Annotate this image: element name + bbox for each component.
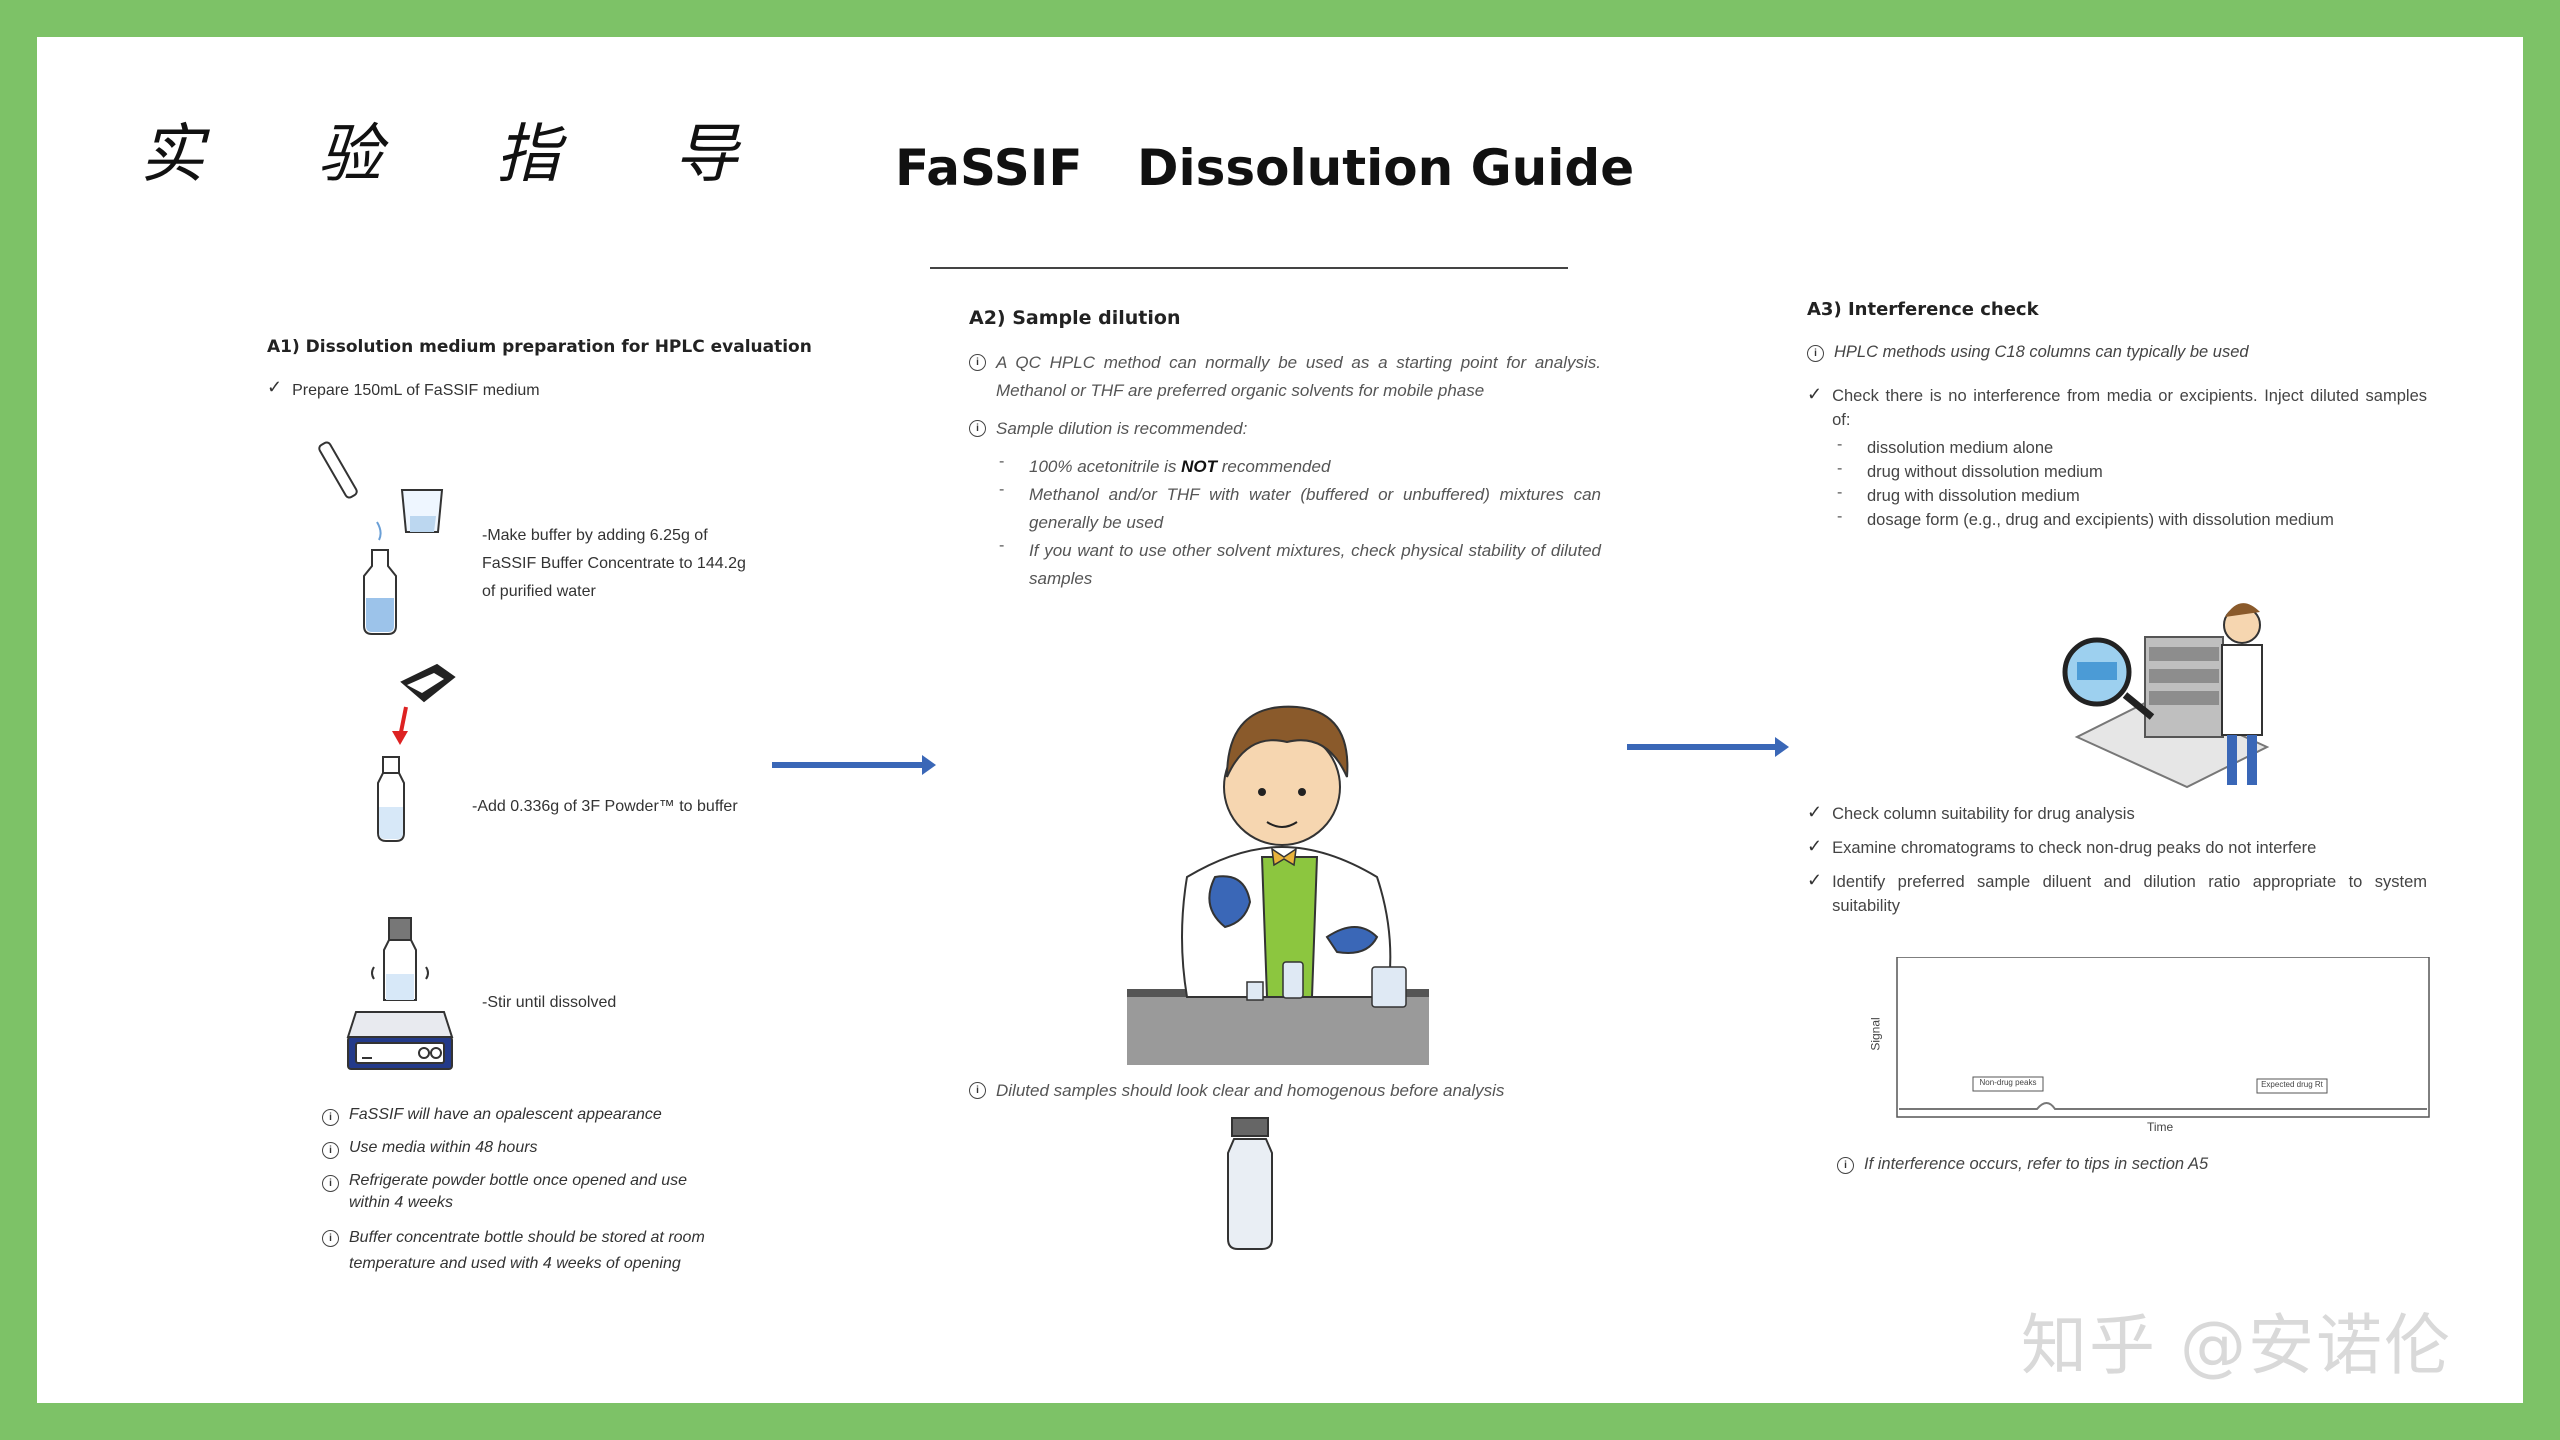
arrow-right-icon (772, 755, 936, 775)
title-dissolution-guide: Dissolution Guide (1137, 139, 1635, 197)
chinese-title: 实 验 指 导 (140, 103, 740, 195)
a3-check: ✓ Check there is no interference from me… (1807, 384, 2427, 432)
a3-check-text: Identify preferred sample diluent and di… (1832, 873, 2427, 915)
title-char: 导 (674, 118, 740, 192)
a2-section: A2) Sample dilution i A QC HPLC method c… (969, 307, 1601, 593)
info-icon: i (1807, 345, 1824, 362)
a3-bullet: -drug without dissolution medium (1837, 460, 2427, 484)
a1-note: i Refrigerate powder bottle once opened … (322, 1170, 732, 1214)
a3-checks-lower: ✓ Check column suitability for drug anal… (1807, 802, 2427, 918)
a2-bullet-text: Methanol and/or THF with water (buffered… (1029, 485, 1601, 532)
a2-bullet: - Methanol and/or THF with water (buffer… (999, 481, 1601, 537)
info-icon: i (322, 1230, 339, 1247)
a1-check-prepare: ✓ Prepare 150mL of FaSSIF medium (267, 377, 540, 405)
a2-bullet: - If you want to use other solvent mixtu… (999, 537, 1601, 593)
a2-bullets: - 100% acetonitrile is NOT recommended -… (969, 453, 1601, 593)
a1-note-text: Buffer concentrate bottle should be stor… (349, 1229, 705, 1272)
a2-heading: A2) Sample dilution (969, 307, 1181, 329)
check-icon: ✓ (1807, 836, 1823, 856)
watermark: 知乎 @安诺伦 (2021, 1307, 2452, 1384)
chart-label-expected-drug: Expected drug Rt (2261, 1080, 2323, 1089)
powder-scoop-bottle-illustration (377, 663, 456, 842)
title-char: 验 (318, 118, 384, 192)
info-icon: i (969, 354, 986, 371)
a3-bullet-text: dissolution medium alone (1867, 439, 2054, 457)
a3-bullet: -dissolution medium alone (1837, 436, 2427, 460)
a3-check-text: Check there is no interference from medi… (1832, 387, 2427, 429)
a2-bullet-text: If you want to use other solvent mixture… (1029, 541, 1601, 588)
pipette-beaker-bottle-illustration (318, 441, 444, 635)
title-fassif: FaSSIF (895, 139, 1083, 197)
a3-section: A3) Interference check i HPLC methods us… (1807, 299, 2427, 532)
arrow-right-icon (1627, 737, 1789, 757)
a2-note: i A QC HPLC method can normally be used … (969, 349, 1601, 405)
info-icon: i (1837, 1157, 1854, 1174)
scientist-illustration (1127, 705, 1429, 1065)
a3-note: i HPLC methods using C18 columns can typ… (1807, 340, 2427, 364)
a3-bullet-text: drug with dissolution medium (1867, 487, 2080, 505)
a3-heading: A3) Interference check (1807, 299, 2039, 320)
a3-check: ✓ Identify preferred sample diluent and … (1807, 870, 2427, 918)
check-icon: ✓ (1807, 802, 1823, 822)
a3-check: ✓ Check column suitability for drug anal… (1807, 802, 2427, 826)
a1-step1-line: of purified water (482, 583, 596, 600)
a1-heading: A1) Dissolution medium preparation for H… (267, 337, 812, 357)
a1-notes: i FaSSIF will have an opalescent appeara… (322, 1104, 732, 1277)
a1-step1-line: -Make buffer by adding 6.25g of (482, 527, 708, 544)
a3-bullet: -dosage form (e.g., drug and excipients)… (1837, 508, 2427, 532)
a2-note-text: A QC HPLC method can normally be used as… (996, 353, 1601, 400)
a1-step1-line: FaSSIF Buffer Concentrate to 144.2g (482, 555, 746, 572)
hplc-scientist-illustration (2062, 603, 2270, 789)
a1-check-text: Prepare 150mL of FaSSIF medium (292, 382, 540, 399)
check-icon: ✓ (267, 377, 283, 397)
a3-note-text: HPLC methods using C18 columns can typic… (1834, 343, 2249, 361)
a1-note: i FaSSIF will have an opalescent appeara… (322, 1104, 732, 1126)
a2-note-text: Diluted samples should look clear and ho… (996, 1081, 1505, 1100)
a1-note-text: Use media within 48 hours (349, 1139, 538, 1156)
a2-bullet: - 100% acetonitrile is NOT recommended (999, 453, 1601, 481)
check-icon: ✓ (1807, 870, 1823, 890)
a1-note: i Use media within 48 hours (322, 1137, 732, 1159)
title-char: 实 (140, 118, 206, 192)
a1-step1: -Make buffer by adding 6.25g of FaSSIF B… (482, 522, 746, 606)
vial-illustration (1227, 1117, 1273, 1250)
title-char: 指 (496, 118, 562, 192)
info-icon: i (322, 1142, 339, 1159)
info-icon: i (969, 1082, 986, 1099)
chromatogram: Signal Time Non-drug peaks Expected drug… (1857, 957, 2457, 1137)
a3-bullet-text: drug without dissolution medium (1867, 463, 2103, 481)
info-icon: i (322, 1175, 339, 1192)
a1-step3: -Stir until dissolved (482, 994, 617, 1011)
stir-plate-illustration (346, 917, 454, 1070)
a3-bullets: -dissolution medium alone -drug without … (1807, 436, 2427, 532)
a3-bullet: -drug with dissolution medium (1837, 484, 2427, 508)
a2-note: i Sample dilution is recommended: (969, 415, 1601, 443)
chart-label-non-drug: Non-drug peaks (1979, 1078, 2037, 1087)
a1-step2: -Add 0.336g of 3F Powder™ to buffer (472, 798, 738, 815)
a3-note-interference: i If interference occurs, refer to tips … (1837, 1152, 2437, 1176)
chart-xlabel: Time (2147, 1120, 2174, 1134)
a3-check: ✓ Examine chromatograms to check non-dru… (1807, 836, 2427, 860)
a3-note-text: If interference occurs, refer to tips in… (1864, 1155, 2209, 1173)
info-icon: i (322, 1109, 339, 1126)
a2-bullet-text: 100% acetonitrile is NOT recommended (1029, 457, 1331, 476)
a1-note-text: Refrigerate powder bottle once opened an… (349, 1172, 688, 1211)
a3-bullet-text: dosage form (e.g., drug and excipients) … (1867, 511, 2334, 529)
a1-note-text: FaSSIF will have an opalescent appearanc… (349, 1106, 662, 1123)
title-rule (930, 267, 1568, 269)
chart-ylabel: Signal (1868, 1017, 1883, 1051)
a2-note-text: Sample dilution is recommended: (996, 419, 1248, 438)
a2-note-clear: i Diluted samples should look clear and … (969, 1077, 1601, 1105)
check-icon: ✓ (1807, 384, 1823, 404)
a3-check-text: Examine chromatograms to check non-drug … (1832, 839, 2317, 857)
info-icon: i (969, 420, 986, 437)
a1-note: i Buffer concentrate bottle should be st… (322, 1225, 732, 1277)
a3-check-text: Check column suitability for drug analys… (1832, 805, 2135, 823)
slide: 实 验 指 导 FaSSIF Dissolution Guide A1) Dis… (37, 37, 2523, 1403)
